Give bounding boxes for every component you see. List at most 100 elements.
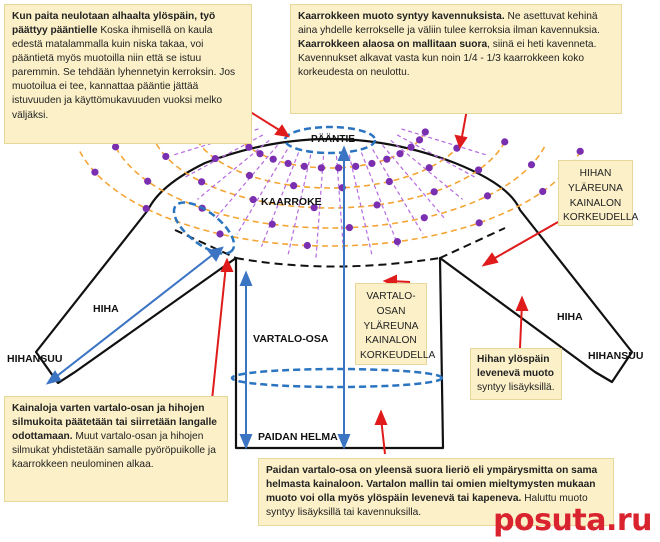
yoke-dot [539, 187, 547, 196]
yoke-dot [483, 192, 492, 200]
note-body-shape-text: Haluttu muoto syntyy lisäyksillä tai kav… [266, 493, 588, 519]
yoke-dot [335, 164, 343, 172]
yoke-dot [162, 152, 170, 161]
yoke-ring [114, 146, 546, 229]
yoke-dot [310, 204, 318, 212]
yoke-dot [245, 143, 253, 151]
yoke-ray [360, 152, 400, 247]
yoke-dot [211, 154, 219, 163]
note-neckline-bold: Kun paita neulotaan alhaalta ylöspäin, t… [12, 11, 216, 37]
note-sleeve-top-text: HIHAN YLÄREUNA KAINALON KORKEUDELLA [563, 168, 639, 224]
yoke-ring [194, 136, 466, 189]
yoke-decrease-dots [91, 128, 584, 250]
yoke-ray [260, 152, 300, 247]
left-cuff-line [57, 371, 76, 384]
note-sleeve-widen-text: syntyy lisäyksillä. [477, 382, 555, 394]
yoke-dot [425, 164, 433, 172]
yoke-dot [144, 177, 152, 185]
yoke-ray [236, 149, 288, 235]
right-cuff-line [594, 371, 613, 383]
yoke-dot [198, 178, 206, 186]
measure-arrows [45, 145, 351, 450]
yoke-ray [335, 155, 345, 260]
yoke-dot [368, 159, 376, 168]
yoke-dot [385, 177, 393, 186]
left-sleeve-ellipse [172, 201, 236, 255]
note-sleeve-widen: Hihan ylöspäin levenevä muoto syntyy lis… [470, 348, 562, 400]
yoke-dot [383, 155, 391, 163]
yoke-ray [197, 139, 270, 200]
yoke-dot [216, 230, 224, 238]
right-underarm-line [439, 227, 506, 259]
label-sleeve-left: HIHA [93, 303, 119, 315]
note-yoke-shape: Kaarrokkeen muoto syntyy kavennuksista. … [290, 4, 622, 114]
yoke-dot [501, 138, 509, 146]
yoke-dot [430, 188, 438, 196]
yoke-dot [300, 162, 308, 170]
yoke-lower-edge [235, 257, 441, 268]
yoke-dot [373, 201, 381, 209]
label-cuff-right: HIHANSUU [588, 350, 644, 362]
yoke-ray [372, 149, 424, 235]
yoke-dot [453, 144, 461, 152]
note-neckline: Kun paita neulotaan alhaalta ylöspäin, t… [4, 4, 252, 144]
note-underarm-text: Muut vartalo-osan ja hihojen silmukat yh… [12, 431, 216, 471]
yoke-dot [111, 143, 120, 151]
yoke-dot [345, 223, 354, 232]
yoke-dot [421, 128, 429, 136]
note-yoke-bold2: Kaarrokkeen alaosa on mallitaan suora [298, 39, 488, 51]
label-sleeve-right: HIHA [557, 311, 583, 323]
label-yoke: KAARROKE [261, 196, 322, 208]
yoke-dot [91, 168, 99, 176]
yoke-ray [390, 139, 463, 200]
label-body: VARTALO-OSA [253, 333, 329, 345]
label-cuff-left: HIHANSUU [7, 353, 63, 365]
note-neckline-text: Koska ihmisellä on kaula edestä matalamm… [12, 25, 236, 121]
label-neckline: PÄÄNTIE [311, 134, 355, 145]
yoke-dot [393, 238, 401, 246]
note-body-shape: Paidan vartalo-osa on yleensä suora lier… [258, 458, 614, 526]
yoke-dot [317, 164, 325, 172]
sweater-outline [34, 137, 634, 450]
body-ellipse [230, 367, 444, 389]
yoke-ray [401, 128, 487, 156]
yoke-dot [256, 150, 264, 158]
yoke-ray [315, 155, 325, 260]
yoke-dot [303, 241, 311, 250]
yoke-dot [245, 171, 254, 180]
yoke-ray [382, 144, 446, 219]
label-hem: PAIDAN HELMA [258, 431, 338, 443]
neckline-ellipse [283, 125, 377, 155]
yoke-dot [268, 220, 276, 228]
yoke-dot [474, 166, 483, 174]
yoke-dot [352, 162, 360, 170]
note-sleeve-widen-bold: Hihan ylöspäin levenevä muoto [477, 354, 554, 380]
watermark-logo: posuta.ru [493, 503, 652, 538]
yoke-ring [79, 150, 581, 247]
note-sleeve-top: HIHAN YLÄREUNA KAINALON KORKEUDELLA [558, 160, 638, 226]
yoke-dot [396, 150, 404, 158]
yoke-ray [348, 154, 373, 256]
yoke-ray [396, 134, 477, 179]
note-yoke-bold1: Kaarrokkeen muoto syntyy kavennuksista. [298, 11, 505, 22]
yoke-ray [214, 144, 278, 219]
yoke-ray [287, 154, 312, 256]
note-yoke-text1: Ne asettuvat kehinä aina yhdelle kerroks… [298, 11, 600, 37]
yoke-dot [420, 214, 428, 222]
note-underarm-bold: Kainaloja varten vartalo-osan ja hihojen… [12, 403, 217, 443]
note-body-shape-bold: Paidan vartalo-osa on yleensä suora lier… [266, 465, 598, 505]
note-body-top: VARTALO-OSAN YLÄREUNA KAINALON KORKEUDEL… [355, 283, 435, 365]
yoke-dot [284, 159, 292, 168]
yoke-dot [290, 182, 298, 190]
yoke-dot [576, 147, 584, 155]
yoke-dot [407, 143, 415, 151]
yoke-dot [142, 204, 150, 213]
yoke-dot [269, 155, 277, 163]
note-body-top-text: VARTALO-OSAN YLÄREUNA KAINALON KORKEUDEL… [360, 291, 436, 362]
yoke-dot [527, 161, 536, 169]
yoke-dot [249, 196, 257, 204]
yoke-ring [154, 141, 506, 209]
note-underarm: Kainaloja varten vartalo-osan ja hihojen… [4, 396, 228, 502]
left-underarm-line [174, 229, 237, 259]
